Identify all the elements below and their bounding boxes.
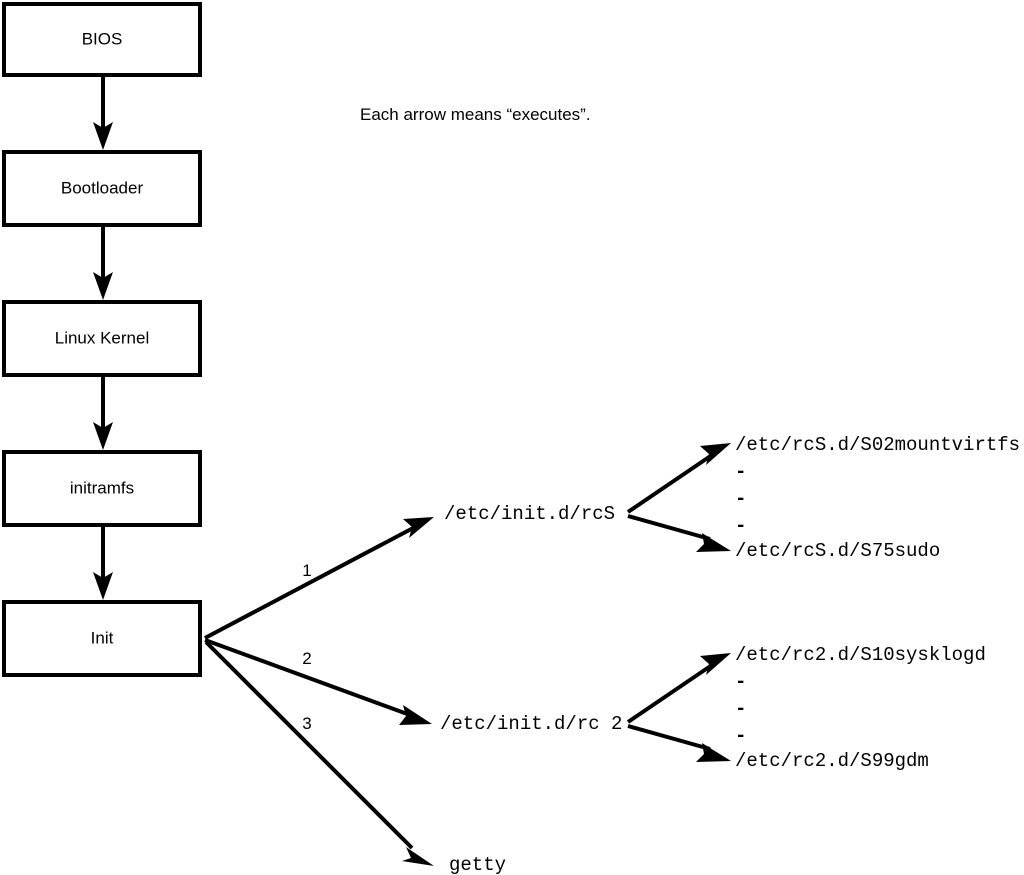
node-bios-label: BIOS [82,29,123,48]
arrow-bootloader-to-kernel [93,227,113,300]
label-rc2-d-last[interactable]: /etc/rc2.d/S99gdm [735,750,929,772]
node-init-box[interactable] [2,600,202,677]
node-bootloader-label: Bootloader [61,178,144,197]
arrowhead-icon [399,705,432,725]
arrowhead-icon [93,122,113,150]
arrowhead-icon [93,572,113,600]
arrowhead-icon [700,653,731,675]
arrow-init-branch-1 [204,517,434,640]
arrowhead-icon [403,517,434,538]
arrowhead-icon [700,443,731,465]
ellipsis-dash-rcs-3: - [735,515,746,537]
arrowhead-icon [402,847,434,866]
label-rcs-d-first[interactable]: /etc/rcS.d/S02mountvirtfs [735,434,1020,456]
label-rcs-d-last[interactable]: /etc/rcS.d/S75sudo [735,540,940,562]
arrowhead-icon [93,422,113,450]
branch-number-1: 1 [302,561,311,580]
node-initramfs[interactable]: initramfs [2,450,202,527]
ellipsis-dash-rcs-1: - [735,461,746,483]
node-bootloader-box[interactable] [2,150,202,227]
node-initramfs-label: initramfs [70,478,134,497]
arrow-bios-to-bootloader [93,77,113,150]
branch-number-2: 2 [302,649,311,668]
ellipsis-dash-rcs-2: - [735,488,746,510]
node-init-label: Init [91,628,114,647]
node-linux-kernel[interactable]: Linux Kernel [2,300,202,377]
arrowhead-icon [696,533,731,552]
arrow-kernel-to-initramfs [93,377,113,450]
node-bios-box[interactable] [2,2,202,77]
label-init-d-rc2[interactable]: /etc/init.d/rc 2 [440,713,622,735]
arrow-rc2-to-last-script [627,724,731,762]
arrow-rc2-to-first-script [626,653,731,724]
label-rc2-d-first[interactable]: /etc/rc2.d/S10sysklogd [735,644,986,666]
label-getty[interactable]: getty [449,854,506,875]
arrowhead-icon [696,743,731,762]
arrow-initramfs-to-init [93,527,113,600]
node-bios[interactable]: BIOS [2,2,202,77]
arrow-init-branch-2 [204,638,432,725]
arrow-rcs-to-first-script [626,443,731,514]
label-init-d-rcs[interactable]: /etc/init.d/rcS [444,503,615,525]
node-initramfs-box[interactable] [2,450,202,527]
ellipsis-dash-rc2-1: - [735,671,746,693]
node-linux-kernel-label: Linux Kernel [55,328,150,347]
node-bootloader[interactable]: Bootloader [2,150,202,227]
ellipsis-dash-rc2-2: - [735,698,746,720]
arrow-init-branch-3 [204,640,434,866]
node-init[interactable]: Init [2,600,202,677]
node-linux-kernel-box[interactable] [2,300,202,377]
branch-number-3: 3 [302,714,311,733]
diagram-caption: Each arrow means “executes”. [360,105,591,124]
arrow-rcs-to-last-script [627,514,731,552]
arrowhead-icon [93,272,113,300]
ellipsis-dash-rc2-3: - [735,725,746,747]
